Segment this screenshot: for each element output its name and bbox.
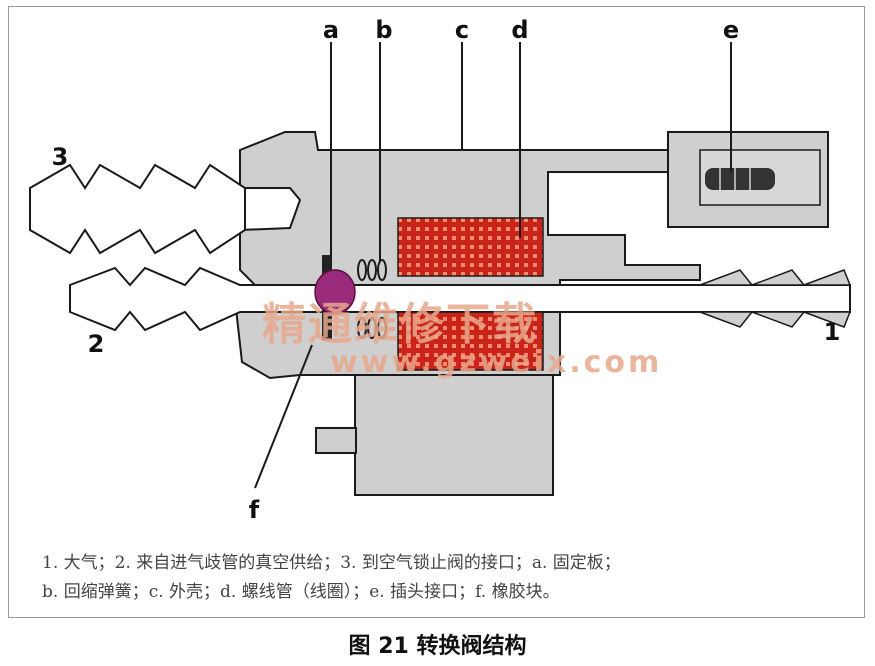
lower-block bbox=[354, 374, 554, 496]
solenoid-coil-upper bbox=[397, 217, 544, 277]
caption-line-1: 1. 大气；2. 来自进气歧管的真空供给；3. 到空气锁止阀的接口；a. 固定板… bbox=[42, 553, 621, 573]
label-b: b bbox=[375, 16, 392, 44]
label-c: c bbox=[455, 16, 469, 44]
upper-barbed-tube bbox=[29, 163, 246, 255]
port-label-1: 1 bbox=[824, 318, 841, 346]
watermark-title: 精通维修下载 bbox=[262, 299, 538, 350]
figure-title: 图 21 转换阀结构 bbox=[348, 634, 527, 659]
label-f: f bbox=[249, 496, 260, 524]
port-label-2: 2 bbox=[88, 330, 105, 358]
label-d: d bbox=[511, 16, 528, 44]
retraction-spring bbox=[357, 259, 387, 339]
solenoid-coil-lower bbox=[397, 311, 544, 371]
port-label-3: 3 bbox=[52, 143, 69, 171]
plug-contact bbox=[705, 168, 775, 190]
right-barbs bbox=[699, 269, 852, 328]
leader-lines bbox=[254, 42, 732, 489]
caption-line-2: b. 回缩弹簧；c. 外壳；d. 螺线管（线圈）；e. 插头接口；f. 橡胶块。 bbox=[42, 582, 560, 602]
label-e: e bbox=[723, 16, 739, 44]
rubber-block bbox=[314, 269, 356, 315]
label-a: a bbox=[323, 16, 339, 44]
watermark-url: www.gzweix.com bbox=[330, 345, 663, 380]
lower-tab bbox=[315, 427, 357, 454]
valve-diagram: a b c d e f 3 2 1 bbox=[29, 16, 852, 524]
